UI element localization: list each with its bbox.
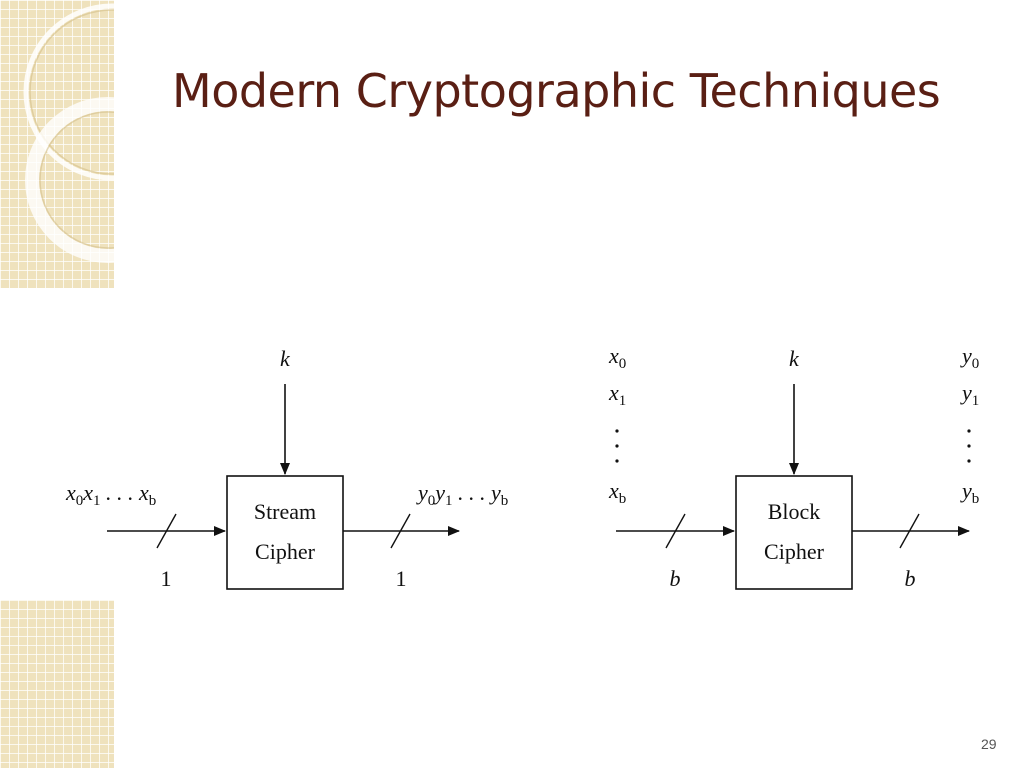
stream-output-width: 1 bbox=[396, 566, 407, 591]
block-output-ellipsis bbox=[967, 429, 971, 463]
stream-box-line1: Stream bbox=[254, 499, 316, 524]
stream-box-line2: Cipher bbox=[255, 539, 316, 564]
block-input-xb: xb bbox=[608, 478, 626, 507]
stream-key-label: k bbox=[280, 346, 291, 371]
block-input-slash bbox=[665, 513, 686, 549]
block-box-line1: Block bbox=[768, 499, 821, 524]
stream-cipher-box bbox=[226, 475, 344, 590]
decorative-grid-bottom bbox=[0, 600, 114, 768]
page-number: 29 bbox=[981, 736, 997, 752]
block-input-x0: x0 bbox=[608, 343, 626, 372]
stream-output-slash bbox=[390, 513, 411, 549]
block-box-line2: Cipher bbox=[764, 539, 825, 564]
stream-input-width: 1 bbox=[161, 566, 172, 591]
block-output-width: b bbox=[905, 566, 916, 591]
block-cipher-box bbox=[735, 475, 853, 590]
block-key-label: k bbox=[789, 346, 800, 371]
block-input-width: b bbox=[670, 566, 681, 591]
slide-title: Modern Cryptographic Techniques bbox=[172, 64, 941, 118]
block-output-y0: y0 bbox=[960, 343, 979, 372]
stream-input-label: x0x1 . . . xb bbox=[65, 480, 156, 509]
block-input-ellipsis bbox=[615, 429, 619, 463]
block-cipher-diagram: k Block Cipher x0 x1 xb b y0 y1 yb b bbox=[608, 343, 979, 591]
stream-input-slash bbox=[156, 513, 177, 549]
stream-output-label: y0y1 . . . yb bbox=[416, 480, 508, 509]
block-input-x1: x1 bbox=[608, 380, 626, 409]
block-output-slash bbox=[899, 513, 920, 549]
decorative-circles bbox=[23, 3, 114, 263]
block-output-yb: yb bbox=[960, 478, 979, 507]
block-output-y1: y1 bbox=[960, 380, 979, 409]
stream-cipher-diagram: k Stream Cipher x0x1 . . . xb 1 y0y1 . .… bbox=[65, 346, 508, 591]
decorative-grid-top bbox=[0, 0, 114, 288]
